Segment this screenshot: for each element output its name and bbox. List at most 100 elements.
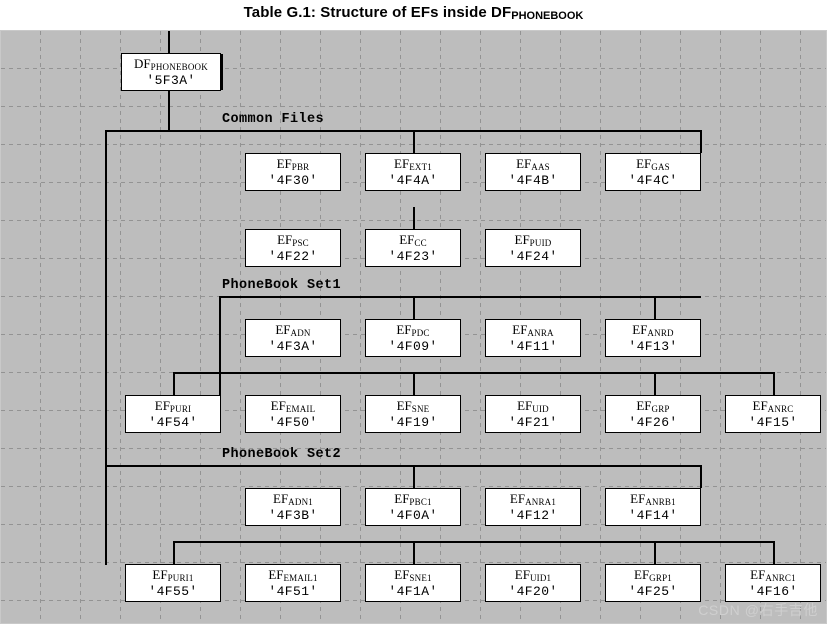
node-label-base: EF <box>634 567 650 582</box>
node-label-base: EF <box>630 491 646 506</box>
node-file-id: '4F54' <box>148 415 198 430</box>
node-label-subscript: CC <box>414 238 427 248</box>
node-ef-pbr[interactable]: EFPBR'4F30' <box>245 153 341 191</box>
node-ef-uid[interactable]: EFUID'4F21' <box>485 395 581 433</box>
node-ef-puri[interactable]: EFPURI'4F54' <box>125 395 221 433</box>
node-label: EFUID <box>486 398 580 415</box>
node-ef-puri1[interactable]: EFPURI1'4F55' <box>125 564 221 602</box>
node-label: EFPSC <box>246 232 340 249</box>
node-label-subscript: ANRC1 <box>765 573 796 583</box>
node-ef-email1[interactable]: EFEMAIL1'4F51' <box>245 564 341 602</box>
node-ef-psc[interactable]: EFPSC'4F22' <box>245 229 341 267</box>
node-label: EFPURI1 <box>126 567 220 584</box>
drop-set2-anrb1 <box>700 465 702 488</box>
node-file-id: '4F14' <box>628 508 678 523</box>
node-ef-anrc[interactable]: EFANRC'4F15' <box>725 395 821 433</box>
node-file-id: '4F09' <box>388 339 438 354</box>
drop-set2-anrc1 <box>773 541 775 564</box>
bus-common-files-left-riser <box>105 130 107 470</box>
drop-common-ext1 <box>413 130 415 153</box>
drop-set1-anrc <box>773 372 775 395</box>
node-label: EFPURI <box>126 398 220 415</box>
drop-set2-puri1 <box>173 541 175 564</box>
node-label: EFCC <box>366 232 460 249</box>
node-label-subscript: UID <box>532 404 549 414</box>
node-label: EFUID1 <box>486 567 580 584</box>
node-label: EFGRP1 <box>606 567 700 584</box>
node-label-base: EF <box>516 156 532 171</box>
group-label-common-files: Common Files <box>222 112 325 127</box>
node-ef-anra[interactable]: EFANRA'4F11' <box>485 319 581 357</box>
node-label: EFEXT1 <box>366 156 460 173</box>
node-ef-aas[interactable]: EFAAS'4F4B' <box>485 153 581 191</box>
node-label-subscript: GRP1 <box>649 573 672 583</box>
bus-phonebook-set2-row2 <box>173 541 773 543</box>
bus-phonebook-set1-row2 <box>173 372 773 374</box>
node-label-subscript: ADN <box>290 328 311 338</box>
node-label: DFPHONEBOOK <box>134 56 208 72</box>
node-label-subscript: EXT1 <box>409 162 432 172</box>
node-label: EFADN1 <box>246 491 340 508</box>
node-ef-adn1[interactable]: EFADN1'4F3B' <box>245 488 341 526</box>
node-ef-sne1[interactable]: EFSNE1'4F1A' <box>365 564 461 602</box>
node-label: EFEMAIL1 <box>246 567 340 584</box>
group-label-phonebook-set2: PhoneBook Set2 <box>222 447 342 462</box>
node-ef-ext1[interactable]: EFEXT1'4F4A' <box>365 153 461 191</box>
node-label-base: EF <box>154 398 170 413</box>
node-label-base: EF <box>514 567 530 582</box>
node-label-subscript: ANRA1 <box>525 497 557 507</box>
node-ef-uid1[interactable]: EFUID1'4F20' <box>485 564 581 602</box>
node-file-id: '4F21' <box>508 415 558 430</box>
node-label-base: EF <box>277 232 293 247</box>
node-label-subscript: GAS <box>651 162 670 172</box>
node-ef-pdc[interactable]: EFPDC'4F09' <box>365 319 461 357</box>
node-label: EFPUID <box>486 232 580 249</box>
drop-set1-pdc <box>413 296 415 319</box>
node-label-base: EF <box>152 567 168 582</box>
node-ef-email[interactable]: EFEMAIL'4F50' <box>245 395 341 433</box>
node-ef-puid[interactable]: EFPUID'4F24' <box>485 229 581 267</box>
node-label-subscript: ANRA <box>527 328 554 338</box>
node-file-id: '4F3B' <box>268 508 318 523</box>
node-ef-sne[interactable]: EFSNE'4F19' <box>365 395 461 433</box>
node-label: EFPBC1 <box>366 491 460 508</box>
drop-set2-grp1 <box>654 541 656 564</box>
node-label: EFSNE1 <box>366 567 460 584</box>
node-file-id: '4F3A' <box>268 339 318 354</box>
node-df-phonebook[interactable]: DFPHONEBOOK '5F3A' <box>121 53 221 91</box>
node-ef-grp1[interactable]: EFGRP1'4F25' <box>605 564 701 602</box>
node-ef-anrd[interactable]: EFANRD'4F13' <box>605 319 701 357</box>
node-label-base: EF <box>752 398 768 413</box>
watermark: CSDN @右手吉他 <box>698 602 818 618</box>
node-file-id: '5F3A' <box>146 73 196 88</box>
node-label-subscript: PURI <box>169 404 192 414</box>
bus-set1-left-riser <box>219 296 221 395</box>
page-title-subscript: PHONEBOOK <box>511 10 584 22</box>
node-file-id: '4F19' <box>388 415 438 430</box>
page-title-text: Table G.1: Structure of EFs inside DF <box>243 4 512 21</box>
node-label-subscript: PSC <box>292 238 309 248</box>
node-ef-anrc1[interactable]: EFANRC1'4F16' <box>725 564 821 602</box>
node-label: EFANRD <box>606 322 700 339</box>
node-ef-cc[interactable]: EFCC'4F23' <box>365 229 461 267</box>
node-file-id: '4F4A' <box>388 173 438 188</box>
node-ef-anra1[interactable]: EFANRA1'4F12' <box>485 488 581 526</box>
node-ef-grp[interactable]: EFGRP'4F26' <box>605 395 701 433</box>
node-label: EFANRC <box>726 398 820 415</box>
node-file-id: '4F15' <box>748 415 798 430</box>
node-ef-anrb1[interactable]: EFANRB1'4F14' <box>605 488 701 526</box>
node-ef-adn[interactable]: EFADN'4F3A' <box>245 319 341 357</box>
node-file-id: '4F13' <box>628 339 678 354</box>
node-label-subscript: ANRD <box>647 328 674 338</box>
node-ef-pbc1[interactable]: EFPBC1'4F0A' <box>365 488 461 526</box>
bus-set2-left-riser <box>105 465 107 565</box>
node-label-subscript: SNE1 <box>409 573 432 583</box>
node-file-id: '4F4C' <box>628 173 678 188</box>
node-ef-gas[interactable]: EFGAS'4F4C' <box>605 153 701 191</box>
ef-structure-diagram: DFPHONEBOOK '5F3A' Common Files PhoneBoo… <box>1 31 827 625</box>
node-label-subscript: PBR <box>291 162 310 172</box>
bus-phonebook-set1 <box>219 296 701 298</box>
node-label: EFANRA <box>486 322 580 339</box>
drop-set2-pbc1 <box>413 465 415 488</box>
node-label-base: EF <box>275 322 291 337</box>
